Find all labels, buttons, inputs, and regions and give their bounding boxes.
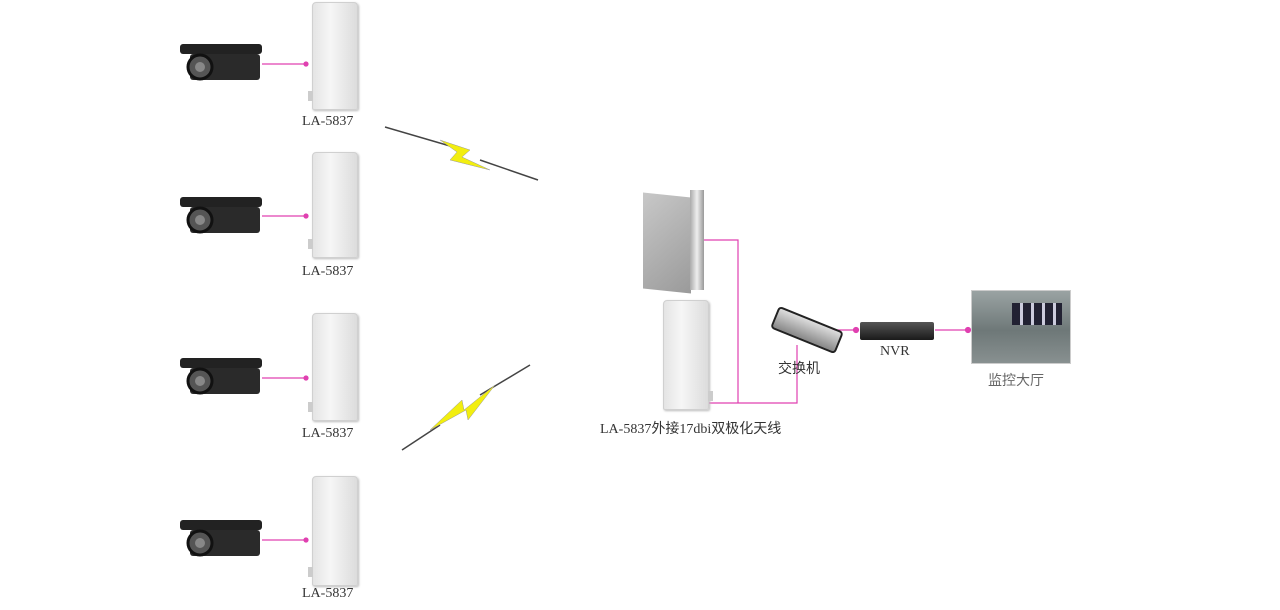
antenna-pole	[690, 190, 704, 290]
monitoring-hall-photo	[971, 290, 1071, 364]
wireless-bridge	[308, 2, 358, 110]
nvr-icon	[860, 322, 934, 340]
bridge-label: LA-5837	[302, 264, 354, 279]
bridge-label: LA-5837	[302, 586, 354, 601]
switch-label: 交换机	[778, 362, 820, 377]
bridge-label: LA-5837	[302, 426, 354, 441]
hall-label: 监控大厅	[988, 374, 1044, 389]
camera-icon	[178, 195, 264, 237]
wireless-link-bolt-top	[384, 126, 539, 181]
wireless-bridge	[308, 152, 358, 258]
wireless-bridge	[308, 313, 358, 421]
camera-icon	[178, 42, 264, 84]
wireless-link-bolt-bottom	[401, 364, 531, 451]
nvr-label: NVR	[880, 344, 910, 359]
central-label: LA-5837外接17dbi双极化天线	[600, 422, 782, 437]
camera-icon	[178, 518, 264, 560]
central-bridge	[663, 300, 713, 410]
bridge-label: LA-5837	[302, 114, 354, 129]
camera-icon	[178, 356, 264, 398]
wireless-bridge	[308, 476, 358, 586]
panel-antenna	[643, 192, 691, 294]
